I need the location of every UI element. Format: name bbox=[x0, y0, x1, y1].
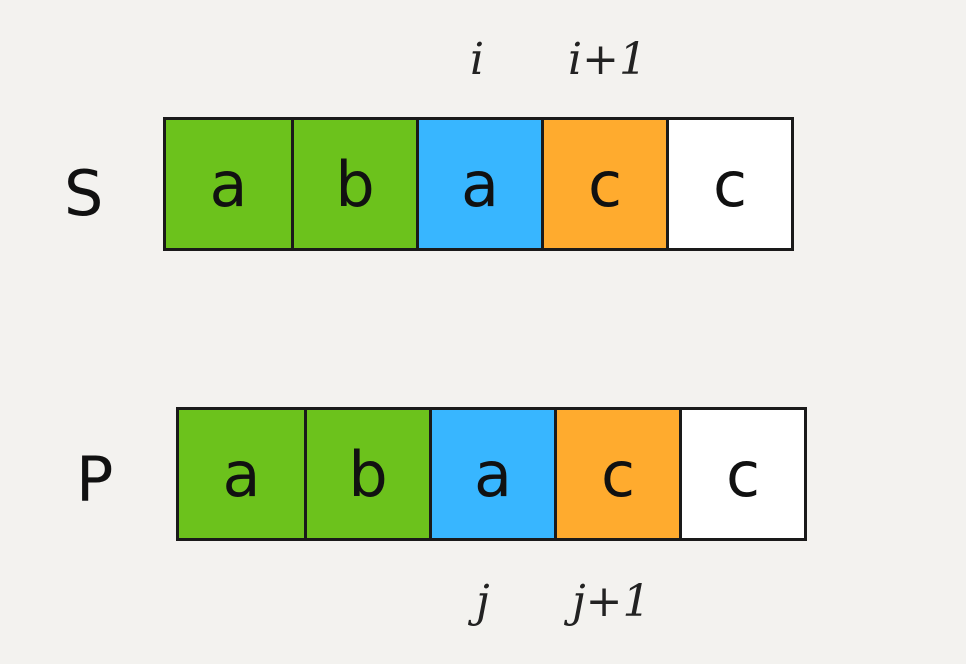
pointer-j-plus-1: j+1 bbox=[572, 576, 651, 627]
cell-p-0: a bbox=[179, 410, 304, 538]
cell-s-2: a bbox=[416, 120, 541, 248]
pointer-i-plus-1: i+1 bbox=[568, 34, 647, 85]
cell-p-1: b bbox=[304, 410, 429, 538]
cell-p-3: c bbox=[554, 410, 679, 538]
row-label-p: P bbox=[76, 443, 114, 516]
array-s: a b a c c bbox=[163, 117, 794, 251]
pointer-j: j bbox=[476, 576, 490, 627]
cell-s-3: c bbox=[541, 120, 666, 248]
cell-s-0: a bbox=[166, 120, 291, 248]
array-p: a b a c c bbox=[176, 407, 807, 541]
cell-s-1: b bbox=[291, 120, 416, 248]
row-label-s: S bbox=[64, 157, 104, 230]
cell-s-4: c bbox=[666, 120, 791, 248]
cell-p-2: a bbox=[429, 410, 554, 538]
cell-p-4: c bbox=[679, 410, 804, 538]
pointer-i: i bbox=[470, 34, 485, 85]
